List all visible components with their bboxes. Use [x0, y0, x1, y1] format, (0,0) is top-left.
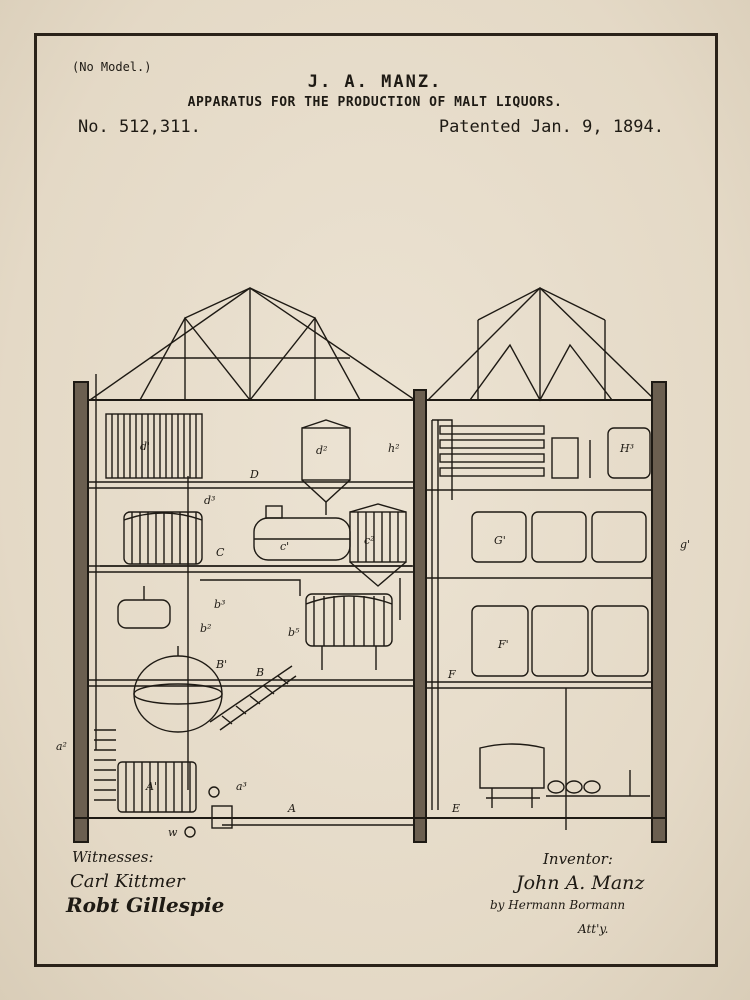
- spherical-vessel: [133, 646, 223, 733]
- horizontal-cooker: [253, 505, 351, 561]
- witness-signature-2: Robt Gillespie: [66, 893, 225, 917]
- label-b5: b⁵: [288, 626, 300, 639]
- wagon: [479, 743, 545, 808]
- label-g1: g': [680, 538, 690, 551]
- inventor-signature: John A. Manz: [516, 872, 645, 894]
- patent-title: APPARATUS FOR THE PRODUCTION OF MALT LIQ…: [187, 95, 563, 110]
- label-F: F: [447, 668, 456, 681]
- conveyor: [209, 665, 297, 731]
- inventor-label: Inventor:: [543, 850, 613, 868]
- label-d3: d³: [204, 494, 215, 507]
- label-d2: d²: [316, 444, 327, 457]
- no-model-note: (No Model.): [72, 60, 152, 74]
- barrel-platform: [546, 770, 650, 797]
- label-A: A: [287, 802, 296, 815]
- inventor-name: J. A. MANZ.: [307, 72, 443, 92]
- attorney-signature: by Hermann Bormann: [490, 898, 626, 912]
- floors: [74, 481, 666, 819]
- label-G1: G': [494, 534, 506, 547]
- patent-date: Patented Jan. 9, 1894.: [438, 117, 664, 137]
- coolers: [439, 425, 545, 477]
- storage-tanks: [471, 605, 649, 677]
- label-B1: B': [215, 658, 227, 671]
- stairs: [94, 729, 116, 801]
- label-d1: d': [140, 440, 150, 453]
- drain-valve: [184, 786, 233, 838]
- small-tank: [117, 586, 171, 629]
- witnesses-label: Witnesses:: [72, 848, 154, 866]
- label-b3: b³: [214, 598, 225, 611]
- label-c1: c': [280, 540, 289, 553]
- label-B: B: [255, 666, 264, 679]
- patent-number: No. 512,311.: [78, 117, 201, 137]
- label-b2: b²: [200, 622, 211, 635]
- pipes: [95, 374, 567, 830]
- fermenting-tanks: [471, 511, 647, 563]
- figure-labels: A B C D E F a² a³ d' d² d³ B' c' c² g' h…: [56, 440, 690, 839]
- label-H3: H³: [619, 442, 634, 455]
- hopper-tank: [301, 419, 351, 515]
- label-F1: F': [497, 638, 509, 651]
- left-roof-truss: [87, 287, 418, 402]
- label-C: C: [216, 546, 225, 559]
- witness-signature-1: Carl Kittmer: [70, 871, 185, 892]
- label-D: D: [249, 468, 259, 481]
- label-a2: a²: [56, 740, 67, 753]
- label-E: E: [451, 802, 460, 815]
- label-h2: h²: [388, 442, 400, 455]
- cone-tank: [349, 503, 407, 587]
- building-walls: [73, 381, 667, 843]
- bottom-tank: [117, 761, 197, 813]
- attorney-abbrev: Att'y.: [578, 922, 609, 936]
- label-a3: a³: [236, 780, 247, 793]
- right-roof-truss: [426, 287, 657, 402]
- upper-tanks: [551, 427, 651, 479]
- label-c2: c²: [364, 534, 375, 547]
- mash-tun: [123, 511, 203, 565]
- brew-kettle: [305, 593, 393, 670]
- label-w: w: [168, 826, 178, 839]
- label-A1: A': [145, 780, 157, 793]
- page-border: [34, 33, 718, 967]
- grain-bin: [105, 413, 203, 479]
